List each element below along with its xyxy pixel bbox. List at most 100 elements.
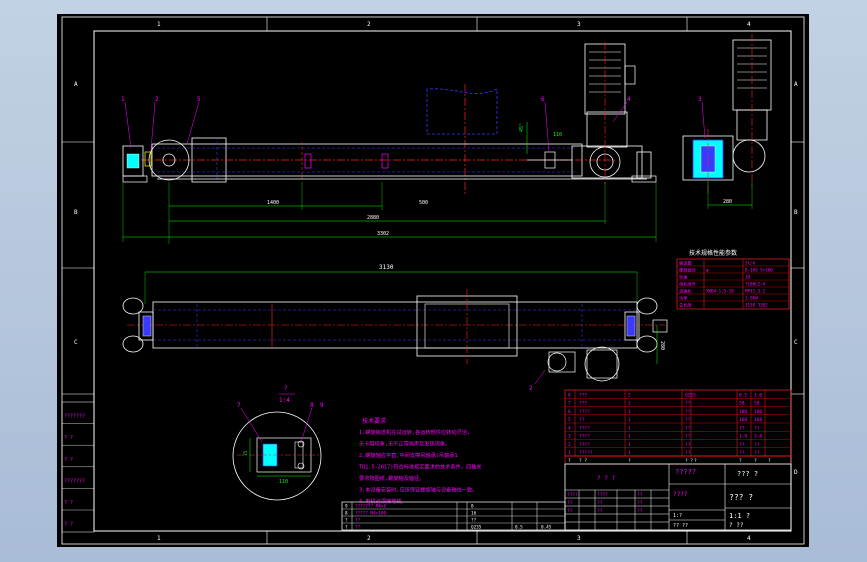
zone-col-2-bottom: 2 <box>367 535 371 542</box>
balloon-3: 3 <box>698 96 702 103</box>
parts-cell: 1 <box>628 425 631 431</box>
parts-cell: 180 <box>739 409 747 415</box>
parts-cell: 2 <box>628 392 631 398</box>
spec-cell: 30 <box>745 275 751 280</box>
parts-cell: ????? <box>579 450 593 456</box>
spec-cell: φ <box>706 268 709 273</box>
zone-col-4: 4 <box>747 21 751 28</box>
bolt-cell: 8 <box>471 504 474 510</box>
parts-cell: ?? <box>685 450 691 456</box>
parts-cell: 1 <box>628 434 631 440</box>
drawing-canvas[interactable]: A B C D A B C 1 2 3 4 1 2 3 4 <box>57 14 809 547</box>
tech-req-line: 无卡阻现象,无不正常响声及发热现象。 <box>359 440 450 448</box>
detail-view: ? 1:4 110 75 7 8 9 <box>232 385 324 501</box>
dim-3130: 3130 <box>379 264 394 271</box>
detail-dim: 110 <box>279 479 288 485</box>
bolt-cell: ? <box>345 518 348 524</box>
parts-cell: 1 <box>628 442 631 448</box>
bolt-cell: ? <box>345 525 348 531</box>
tech-req-line: TD1.5-2017)符合标准规定要求的技术条件。四轴关 <box>359 463 482 471</box>
front-view: 45° 110 1 2 5 6 4 <box>121 42 657 244</box>
parts-cell: 168 <box>754 417 762 423</box>
margin-stamp: ? ? <box>64 522 73 528</box>
margin-stamp: ? ? <box>64 457 73 463</box>
tech-req-line: 1.螺旋输送机在试运转,各运转部件应转动灵活, <box>359 428 470 436</box>
parts-cell: ?? <box>739 425 745 431</box>
top-dim-side: 280 <box>659 341 665 350</box>
tech-req-title: 技术要求 <box>362 417 386 425</box>
title-block-cell: ?? <box>567 508 573 514</box>
parts-cell: ?? <box>754 450 760 456</box>
title-block-cell: ?? <box>637 492 643 498</box>
zone-label-a: A <box>74 81 78 88</box>
parts-cell: 6 <box>568 409 571 415</box>
parts-cell: ?? <box>739 442 745 448</box>
tech-req-line: 要求按图纸,螺旋轴及轴径。 <box>359 474 424 482</box>
title-code: 1:1 ? <box>729 512 750 520</box>
balloon-7: 7 <box>237 402 241 409</box>
detail-scale: 1:4 <box>279 397 290 404</box>
title-block: ? ? ? ????? ??? ? ???? 1:? ?? ?? ??? ? 1… <box>564 463 792 531</box>
zone-label-b: B <box>74 209 78 216</box>
margin-stamp: ??????? <box>64 414 85 420</box>
parts-cell: 58 <box>754 401 760 407</box>
title-block-cell: ?? <box>567 500 573 506</box>
zone-col-3-bottom: 3 <box>577 535 581 542</box>
balloon-1: 1 <box>121 96 125 103</box>
margin-stamp: ??????? <box>64 478 85 484</box>
outer-border <box>61 16 805 545</box>
bolt-cell: Q235 <box>471 525 482 531</box>
spec-cell: 输送量 <box>679 260 692 267</box>
parts-cell: ?? <box>754 442 760 448</box>
parts-cell: 1 <box>568 450 571 456</box>
parts-cell: 0.5 <box>739 392 747 398</box>
parts-cell: ???? <box>579 434 590 440</box>
bolt-cell: 0.5 <box>515 525 523 531</box>
zone-col-2: 2 <box>367 21 371 28</box>
bolt-cell: 8 <box>345 511 348 517</box>
bolt-cell: ?? <box>471 518 477 524</box>
parts-cell: ??? <box>579 392 587 398</box>
title-block-cell: ???? <box>597 492 608 498</box>
dim-1400: 1400 <box>267 200 279 206</box>
parts-header-cell: ? <box>628 458 631 464</box>
parts-header-cell: ? <box>568 458 571 464</box>
balloon-2-top: 2 <box>529 385 533 392</box>
title-bottom: ? ?? <box>729 522 744 529</box>
parts-header-cell: ? ? <box>579 458 587 464</box>
bolt-cell: ?? <box>355 518 361 524</box>
spec-cell: MP11-3-2 <box>745 289 766 294</box>
dim-500: 500 <box>419 200 428 206</box>
spec-cell: Y100L2-4 <box>745 282 766 287</box>
parts-cell: ???? <box>579 442 590 448</box>
detail-title: ? <box>284 385 288 392</box>
balloon-9: 9 <box>320 402 324 409</box>
dim-3302: 3302 <box>377 231 389 237</box>
parts-cell: ?? <box>685 417 691 423</box>
spec-cell: 3t/h <box>745 261 756 266</box>
zone-label-c: C <box>74 339 78 346</box>
spec-cell: 减速机 <box>679 288 692 295</box>
parts-header-cell: ? ? <box>685 458 693 464</box>
title-block-cell: ?? <box>597 500 603 506</box>
zone-col-1: 1 <box>157 21 161 28</box>
parts-cell: ?? <box>739 450 745 456</box>
assembly-drawing: A B C D A B C 1 2 3 4 1 2 3 4 <box>61 16 805 545</box>
spec-cell: 转速 <box>679 274 688 281</box>
parts-cell: 8 <box>568 392 571 398</box>
balloon-2: 2 <box>155 96 159 103</box>
angle-dim: 45° <box>519 123 525 132</box>
parts-cell: 1 <box>628 417 631 423</box>
parts-cell: ???? <box>579 409 590 415</box>
bolt-cell: ????? M4×100 <box>355 511 386 517</box>
zone-label-d-right: D <box>794 469 798 476</box>
bolt-cell: ??????? M4×6 <box>355 504 386 510</box>
bolt-cell: 0.45 <box>541 525 552 531</box>
side-view: 280 3 <box>682 34 772 209</box>
parts-cell: 1 <box>628 450 631 456</box>
margin-stamp: ? ? <box>64 435 73 441</box>
parts-cell: 168 <box>739 417 747 423</box>
small-dim: 110 <box>553 132 562 138</box>
tech-req-line: 4.电机必须接地线。 <box>359 497 407 505</box>
